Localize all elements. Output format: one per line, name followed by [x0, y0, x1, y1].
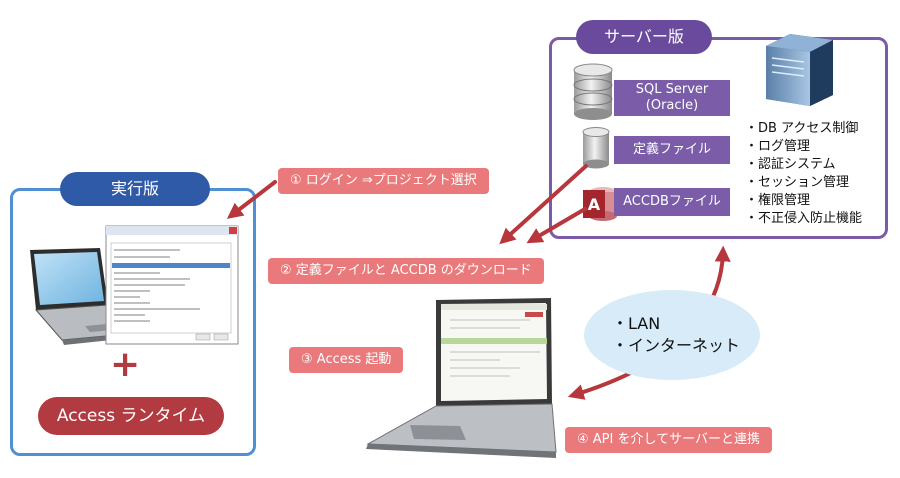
feature-item: ・ログ管理: [745, 139, 811, 154]
feature-item: ・不正侵入防止機能: [745, 211, 863, 226]
network-ellipse: [584, 290, 760, 380]
svg-text:A: A: [588, 195, 601, 214]
client-title: 実行版: [60, 172, 210, 206]
feature-item: ・DB アクセス制御: [745, 121, 859, 136]
app-window-screenshot: [105, 225, 239, 345]
server-tower-icon: [766, 34, 833, 106]
arrow-login: [226, 180, 277, 219]
server-title: サーバー版: [576, 20, 712, 54]
definition-file-icon: [582, 127, 610, 169]
definition-file-label: 定義ファイル: [614, 136, 730, 164]
accdb-file-label: ACCDBファイル: [614, 188, 730, 216]
feature-item: ・権限管理: [745, 193, 811, 208]
network-internet: ・インターネット: [612, 336, 741, 355]
feature-item: ・セッション管理: [745, 175, 850, 190]
step-api: ④ API を介してサーバーと連携: [565, 427, 772, 453]
network-lan: ・LAN: [612, 314, 661, 333]
sql-server-label: SQL Server (Oracle): [614, 80, 730, 116]
step-access-launch: ③ Access 起動: [289, 347, 404, 373]
step-download: ② 定義ファイルと ACCDB のダウンロード: [268, 258, 544, 284]
access-file-icon: A: [583, 187, 617, 221]
access-runtime-label: Access ランタイム: [38, 397, 224, 435]
server-panel: [549, 37, 888, 239]
plus-sign: +: [110, 344, 141, 385]
network-labels: ・LAN ・インターネット: [612, 313, 740, 357]
arrow-download-accdb: [526, 207, 587, 244]
server-feature-list: ・DB アクセス制御 ・ログ管理 ・認証システム ・セッション管理 ・権限管理 …: [745, 120, 862, 228]
sql-server-line2: (Oracle): [645, 98, 699, 113]
step-login: ① ログイン ⇒プロジェクト選択: [278, 168, 489, 194]
feature-item: ・認証システム: [745, 157, 836, 172]
sql-server-line1: SQL Server: [635, 82, 709, 97]
main-laptop-icon: [366, 298, 557, 458]
arrow-download-definition: [499, 164, 588, 245]
database-icon: [573, 63, 613, 120]
